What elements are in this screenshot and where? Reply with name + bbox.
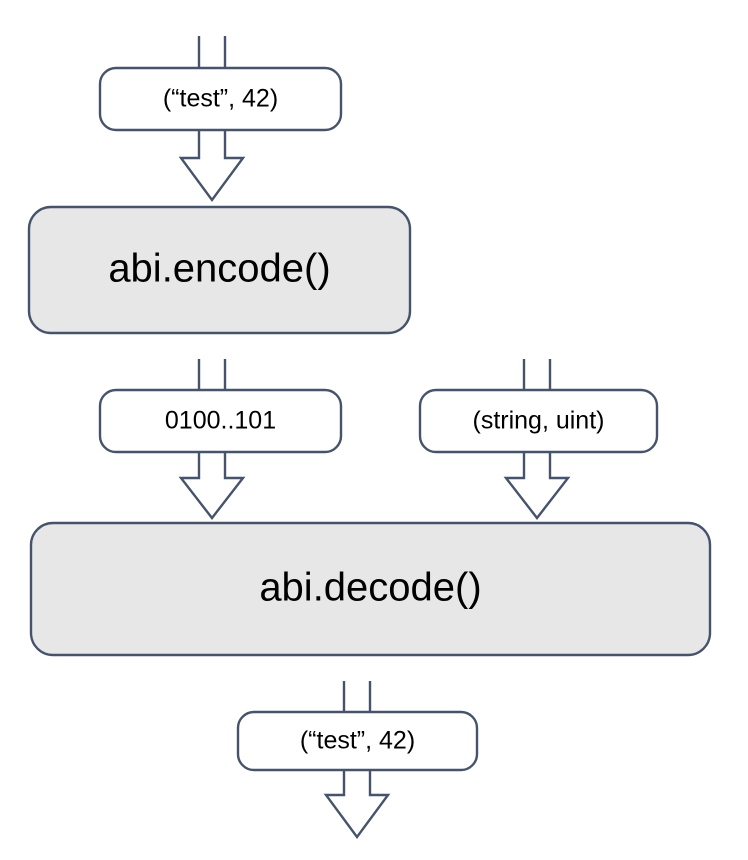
node-encoded-bytes[interactable]: 0100..101 — [98, 388, 343, 454]
node-input-tuple[interactable]: (“test”, 42) — [98, 66, 343, 132]
arrow-encoded-bytes-to-decode — [178, 452, 246, 520]
node-type-tuple[interactable]: (string, uint) — [418, 388, 659, 454]
node-input-tuple-shape — [98, 66, 343, 132]
arrow-input-to-encode — [178, 130, 246, 203]
node-abi-encode[interactable]: abi.encode() — [27, 205, 412, 335]
node-abi-encode-shape — [27, 205, 412, 335]
node-output-tuple-shape — [236, 710, 479, 772]
arrow-tail-into-type-tuple — [522, 359, 552, 390]
node-abi-decode-shape — [29, 521, 712, 657]
node-abi-decode[interactable]: abi.decode() — [29, 521, 712, 657]
node-type-tuple-label: (string, uint) — [473, 407, 605, 435]
arrow-type-tuple-to-decode — [503, 452, 571, 520]
arrow-tail-into-encoded-bytes — [197, 359, 227, 390]
arrow-output-exit — [323, 770, 391, 840]
arrow-tail-into-output — [342, 681, 372, 712]
node-abi-encode-label: abi.encode() — [108, 247, 330, 291]
node-output-tuple-label: (“test”, 42) — [300, 727, 415, 755]
node-encoded-bytes-label: 0100..101 — [165, 407, 276, 435]
node-abi-decode-label: abi.decode() — [259, 566, 481, 610]
node-encoded-bytes-shape — [98, 388, 343, 454]
node-input-tuple-label: (“test”, 42) — [163, 85, 278, 113]
connectors-layer — [178, 36, 571, 840]
nodes-layer: (“test”, 42) abi.encode() 0100..101 (string… — [27, 66, 712, 772]
node-output-tuple[interactable]: (“test”, 42) — [236, 710, 479, 772]
arrow-tail-into-input — [197, 36, 227, 68]
node-type-tuple-shape — [418, 388, 659, 454]
